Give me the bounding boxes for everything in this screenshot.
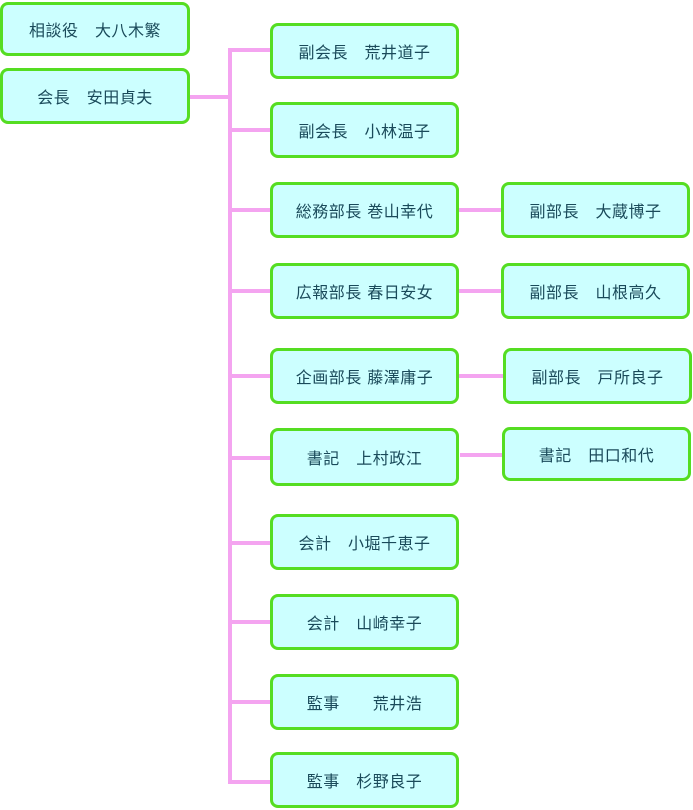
deputy-connector	[457, 208, 503, 212]
member-box: 監事 荒井浩	[270, 674, 459, 730]
deputy-box: 副部長 戸所良子	[503, 348, 692, 404]
deputy-connector	[460, 453, 504, 457]
branch-line	[228, 541, 272, 545]
branch-line	[228, 374, 272, 378]
branch-line	[228, 128, 272, 132]
member-box: 副会長 小林温子	[270, 102, 459, 158]
member-box: 総務部長 巻山幸代	[270, 182, 459, 238]
member-box: 会計 山崎幸子	[270, 594, 459, 650]
deputy-box: 書記 田口和代	[502, 427, 691, 481]
branch-line	[228, 700, 272, 704]
chair-box: 会長 安田貞夫	[0, 68, 190, 124]
chair-connector	[186, 95, 232, 99]
member-box: 副会長 荒井道子	[270, 23, 459, 79]
deputy-connector	[457, 289, 503, 293]
branch-line	[228, 620, 272, 624]
deputy-connector	[457, 374, 505, 378]
deputy-box: 副部長 大蔵博子	[501, 182, 690, 238]
branch-line	[228, 48, 272, 52]
branch-line	[228, 208, 272, 212]
member-box: 広報部長 春日安女	[270, 263, 459, 319]
advisor-box: 相談役 大八木繁	[0, 2, 190, 56]
branch-line	[228, 289, 272, 293]
trunk-line	[228, 48, 232, 784]
member-box: 会計 小堀千恵子	[270, 514, 459, 570]
branch-line	[228, 780, 272, 784]
member-box: 企画部長 藤澤庸子	[270, 348, 459, 404]
member-box: 書記 上村政江	[270, 428, 459, 486]
branch-line	[228, 456, 272, 460]
member-box: 監事 杉野良子	[270, 752, 459, 808]
deputy-box: 副部長 山根高久	[501, 263, 690, 319]
